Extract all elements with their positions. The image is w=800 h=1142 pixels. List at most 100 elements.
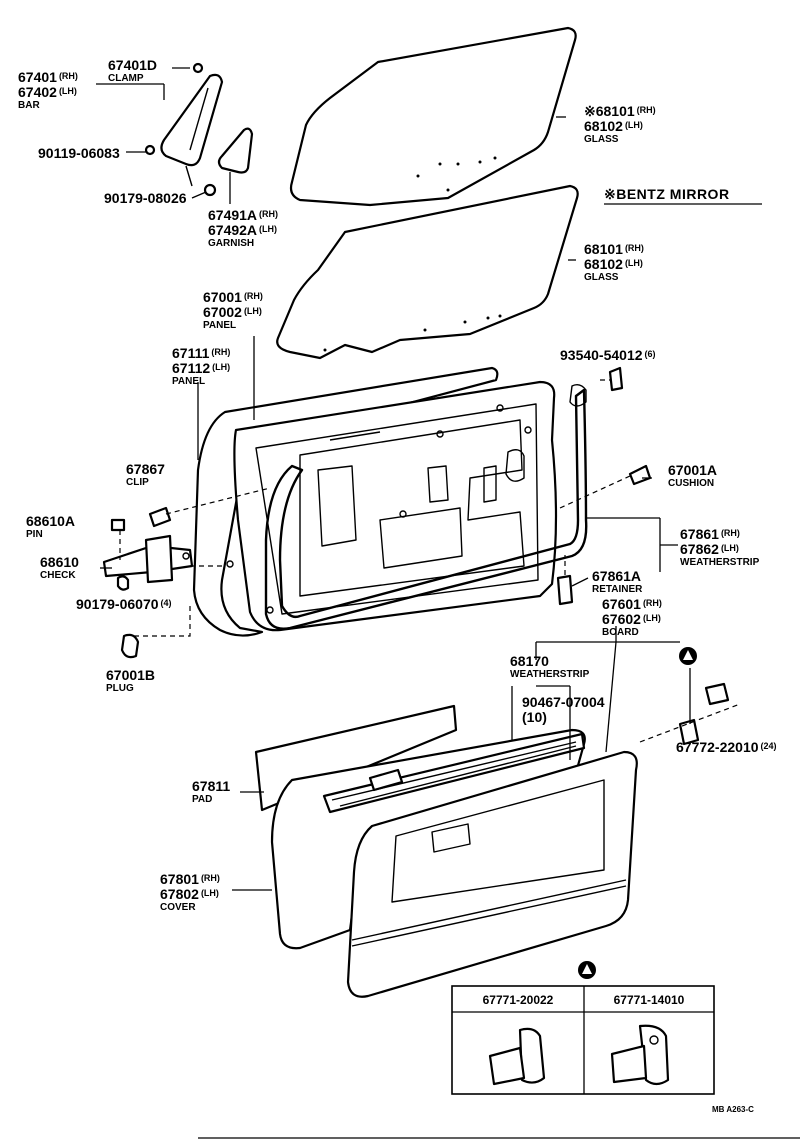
callout-67001: 67001(RH)67002(LH)PANEL	[203, 289, 263, 331]
side-designation: (RH)	[259, 209, 278, 219]
part-name: PAD	[192, 794, 212, 805]
bentz-mirror-note: ※BENTZ MIRROR	[604, 186, 730, 202]
inner-weatherstrip	[322, 732, 586, 814]
part-number: 67001B	[106, 667, 155, 683]
part-name: RETAINER	[592, 584, 643, 595]
callout-67491a: 67491A(RH)67492A(LH)GARNISH	[208, 207, 278, 249]
part-number: 67401(RH)	[18, 69, 78, 85]
part-number: 67802(LH)	[160, 886, 219, 902]
callout-90119: 90119-06083	[38, 145, 120, 161]
part-number: 67491A(RH)	[208, 207, 278, 223]
division-bar	[144, 62, 224, 197]
part-number: 67401D	[108, 57, 157, 73]
clip-67771-20022-drawing	[488, 1027, 546, 1086]
clip-67771-14010-drawing	[610, 1024, 670, 1086]
callout-68101a: ※68101(RH)68102(LH)GLASS	[584, 103, 656, 145]
callout-67601: 67601(RH)67602(LH)BOARD	[602, 596, 662, 638]
side-designation: (4)	[161, 598, 172, 608]
callout-68101b: 68101(RH)68102(LH)GLASS	[584, 241, 644, 283]
part-number: (10)	[522, 709, 547, 725]
callout-90179b: 90179-06070(4)	[76, 596, 172, 612]
side-designation: (RH)	[211, 347, 230, 357]
part-name: WEATHERSTRIP	[510, 669, 590, 680]
door-trim-board	[346, 750, 638, 998]
callout-67401: 67401(RH)67402(LH)BAR	[18, 69, 78, 111]
part-name: GARNISH	[208, 238, 254, 249]
part-number: 67772-22010(24)	[676, 739, 777, 755]
callout-90179a: 90179-08026	[104, 190, 187, 206]
side-designation: (LH)	[625, 258, 643, 268]
part-name: COVER	[160, 902, 196, 913]
side-designation: (RH)	[643, 598, 662, 608]
callout-67861: 67861(RH)67862(LH)WEATHERSTRIP	[680, 526, 760, 568]
part-number: 67801(RH)	[160, 871, 220, 887]
lower-door-glass	[276, 184, 579, 360]
side-designation: (LH)	[201, 888, 219, 898]
callout-67801: 67801(RH)67802(LH)COVER	[160, 871, 220, 913]
part-name: GLASS	[584, 134, 619, 145]
part-number: 68102(LH)	[584, 118, 643, 134]
callout-90467: 90467-07004(10)	[522, 694, 605, 725]
part-name: CHECK	[40, 570, 76, 581]
part-name: WEATHERSTRIP	[680, 557, 760, 568]
part-number: 67861(RH)	[680, 526, 740, 542]
upper-door-glass	[289, 26, 577, 207]
triangle-symbol-icon	[679, 647, 697, 665]
part-name: PLUG	[106, 683, 134, 694]
part-number: 67402(LH)	[18, 84, 77, 100]
part-number: 67492A(LH)	[208, 222, 277, 238]
part-number: 90179-08026	[104, 190, 187, 206]
part-number: 90467-07004	[522, 694, 605, 710]
part-number: ※68101(RH)	[584, 103, 656, 119]
part-name: PIN	[26, 529, 43, 540]
part-number: 67811	[192, 778, 230, 794]
part-name: CLAMP	[108, 73, 144, 84]
leader-lines	[96, 67, 691, 891]
part-number: 68610	[40, 554, 79, 570]
part-number: 93540-54012(6)	[560, 347, 656, 363]
part-name: CUSHION	[668, 478, 714, 489]
part-number: 67862(LH)	[680, 541, 739, 557]
part-number: 90119-06083	[38, 145, 120, 161]
part-number: 67002(LH)	[203, 304, 262, 320]
side-designation: (LH)	[59, 86, 77, 96]
part-number: 67001(RH)	[203, 289, 263, 305]
callout-93540: 93540-54012(6)	[560, 347, 656, 363]
part-number: 67001A	[668, 462, 717, 478]
side-designation: (RH)	[625, 243, 644, 253]
clip-variant-inset: 67771-20022 67771-14010	[451, 985, 715, 1095]
inset-triangle-symbol-icon	[578, 961, 596, 979]
leader-cushion	[559, 475, 631, 509]
part-number: 68102(LH)	[584, 256, 643, 272]
part-name: BOARD	[602, 627, 639, 638]
part-name: PANEL	[172, 376, 205, 387]
part-name: GLASS	[584, 272, 619, 283]
side-designation: (RH)	[637, 105, 656, 115]
side-designation: (24)	[761, 741, 777, 751]
part-number: 67602(LH)	[602, 611, 661, 627]
side-designation: (6)	[645, 349, 656, 359]
callout-67772: 67772-22010(24)	[676, 739, 777, 755]
callout-67111: 67111(RH)67112(LH)PANEL	[172, 345, 230, 387]
side-designation: (RH)	[244, 291, 263, 301]
side-designation: (LH)	[721, 543, 739, 553]
diagram-code: MB A263-C	[712, 1105, 754, 1114]
door-weatherstrip	[264, 383, 588, 630]
board-clips	[678, 682, 730, 746]
side-designation: (LH)	[643, 613, 661, 623]
part-name: BAR	[18, 100, 40, 111]
side-designation: (LH)	[244, 306, 262, 316]
side-designation: (RH)	[721, 528, 740, 538]
side-designation: (RH)	[201, 873, 220, 883]
part-number: 67112(LH)	[172, 360, 230, 376]
